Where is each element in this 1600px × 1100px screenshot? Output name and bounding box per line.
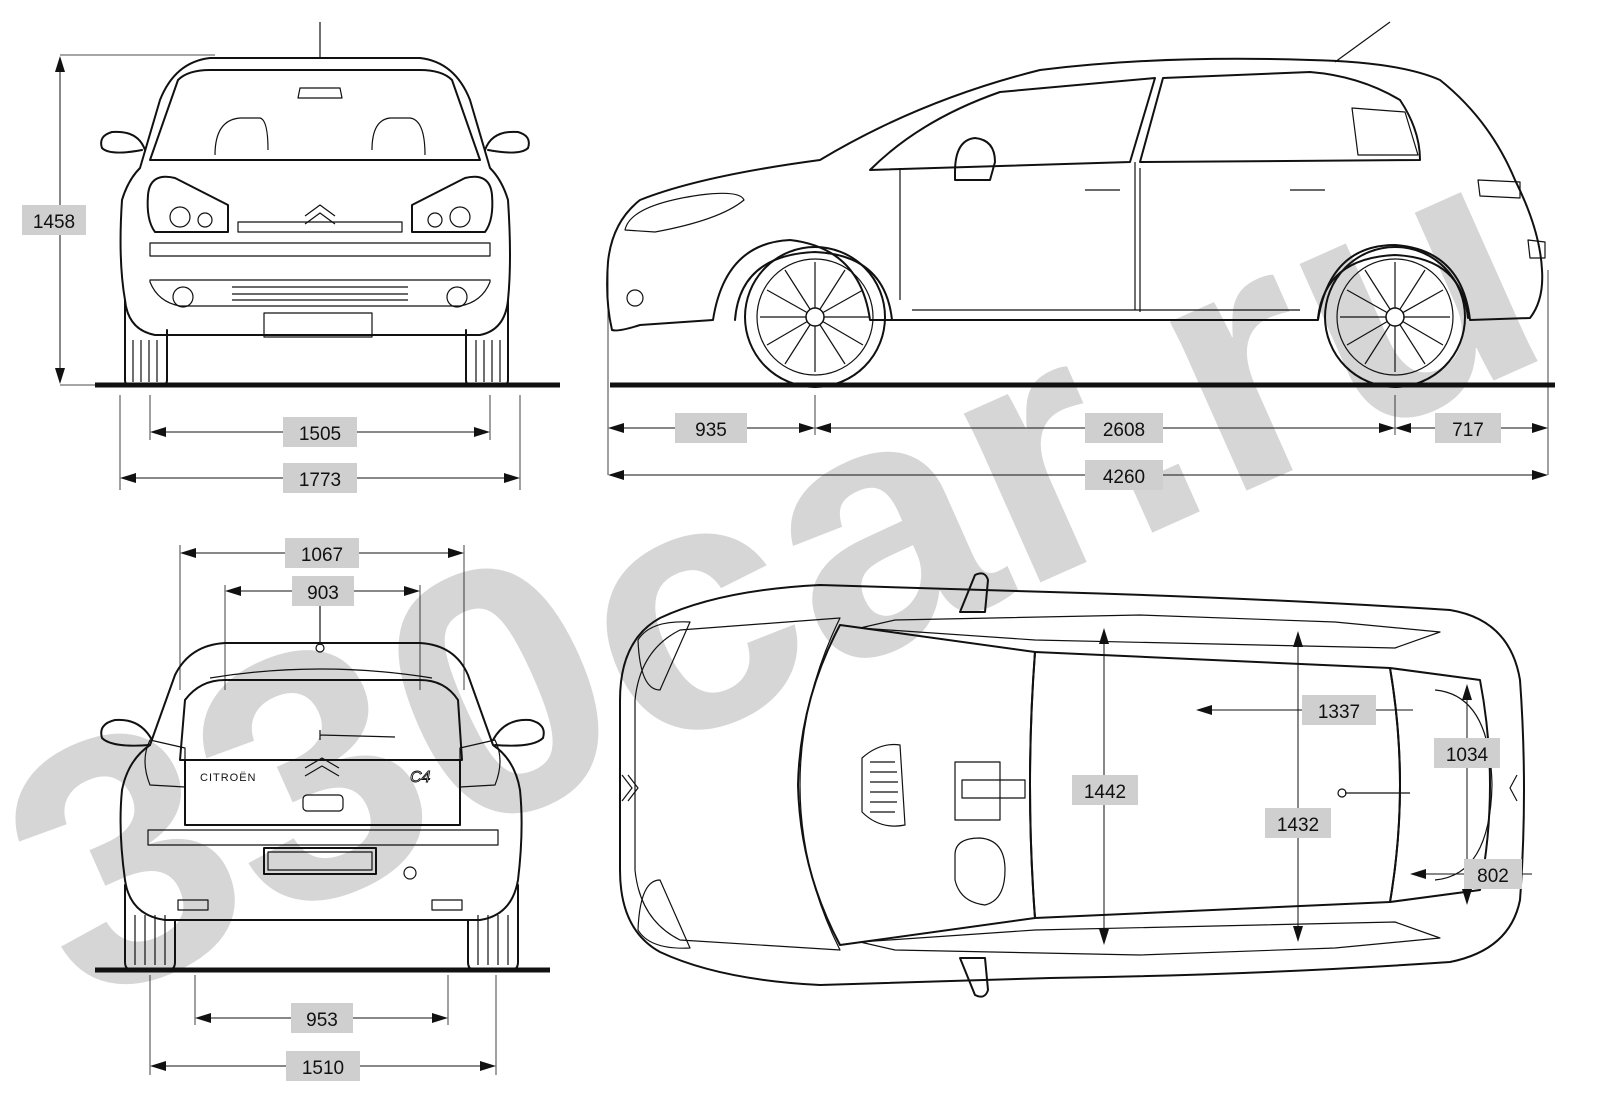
side-wheelbase-label: 2608 bbox=[1103, 420, 1145, 441]
top-trunk-width-label: 1034 bbox=[1446, 745, 1489, 766]
top-cabin-length-label: 1337 bbox=[1318, 702, 1360, 723]
top-cabin-width-front-label: 1442 bbox=[1084, 782, 1126, 803]
rear-brand-badge: CITROËN bbox=[200, 772, 257, 784]
top-view: 1337 1442 1432 1034 802 bbox=[619, 572, 1532, 998]
front-height-label: 1458 bbox=[33, 212, 75, 233]
rear-track-label: 953 bbox=[306, 1010, 338, 1031]
side-view: 935 2608 717 4260 bbox=[606, 21, 1555, 490]
rear-view: CITROËN C4 1067 903 bbox=[95, 538, 550, 1081]
rear-top-width-inner-label: 903 bbox=[307, 583, 339, 604]
front-width-label: 1773 bbox=[299, 470, 341, 491]
rear-model-badge: C4 bbox=[410, 769, 431, 786]
side-rear-overhang-label: 717 bbox=[1452, 420, 1484, 441]
watermark-text: 330car.ru bbox=[0, 61, 1590, 1078]
watermark: 330car.ru bbox=[0, 61, 1590, 1078]
front-track-label: 1505 bbox=[299, 424, 341, 445]
top-trunk-length-label: 802 bbox=[1477, 866, 1509, 887]
rear-width-label: 1510 bbox=[302, 1058, 344, 1079]
rear-top-width-outer-label: 1067 bbox=[301, 545, 343, 566]
top-cabin-width-rear-label: 1432 bbox=[1277, 815, 1319, 836]
side-length-label: 4260 bbox=[1103, 467, 1145, 488]
side-front-overhang-label: 935 bbox=[695, 420, 727, 441]
front-view: 1458 1505 1773 bbox=[22, 22, 560, 493]
